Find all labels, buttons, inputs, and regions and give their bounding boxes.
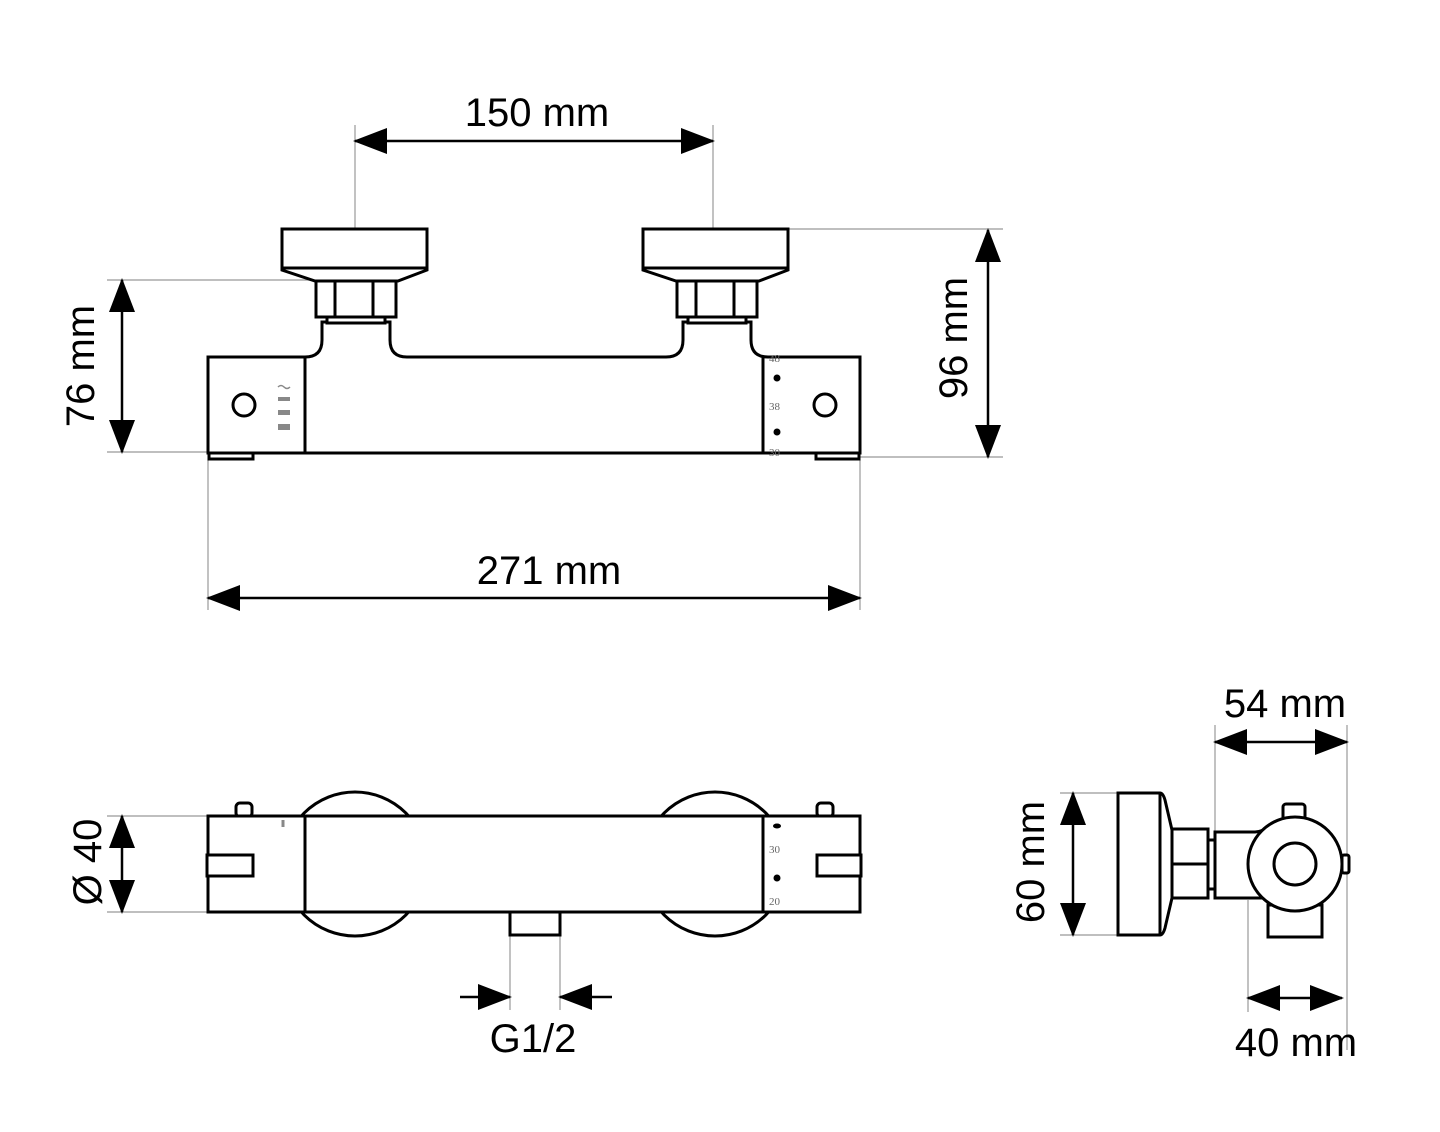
inlet-connector-left	[280, 227, 429, 325]
temp-scale-mark: 30	[769, 844, 781, 856]
dim-diameter: Ø 40	[66, 819, 110, 906]
flow-icon	[277, 384, 291, 430]
temp-scale-mark: 20	[769, 896, 781, 908]
dim-total-width: 271 mm	[477, 549, 622, 593]
dim-plate-height: 60 mm	[1009, 801, 1053, 923]
handle-screw-right	[812, 392, 838, 418]
inlet-connector-right	[641, 227, 790, 325]
dim-body-height: 76 mm	[59, 305, 103, 427]
mixer-body-bottom	[206, 814, 862, 914]
dim-total-height: 96 mm	[932, 277, 976, 399]
dim-inlet-spacing: 150 mm	[465, 91, 610, 135]
dim-outlet-thread: G1/2	[490, 1017, 577, 1061]
temp-scale-mark: 38	[769, 401, 781, 413]
front-view: 48 38 30 150 mm 96 mm 76 mm 271 mm	[59, 91, 1003, 611]
dim-depth: 54 mm	[1224, 682, 1346, 726]
mixer-body	[206, 320, 862, 455]
handle-screw-left	[231, 392, 257, 418]
bottom-view: 30 20 Ø 40 G1/2	[66, 790, 863, 1061]
side-view: 54 mm 60 mm 40 mm	[1009, 682, 1357, 1065]
temp-scale-mark: 30	[769, 447, 781, 459]
temp-scale-mark: 48	[769, 353, 781, 365]
wall-plate	[1116, 791, 1174, 937]
dim-outlet-offset: 40 mm	[1235, 1021, 1357, 1065]
